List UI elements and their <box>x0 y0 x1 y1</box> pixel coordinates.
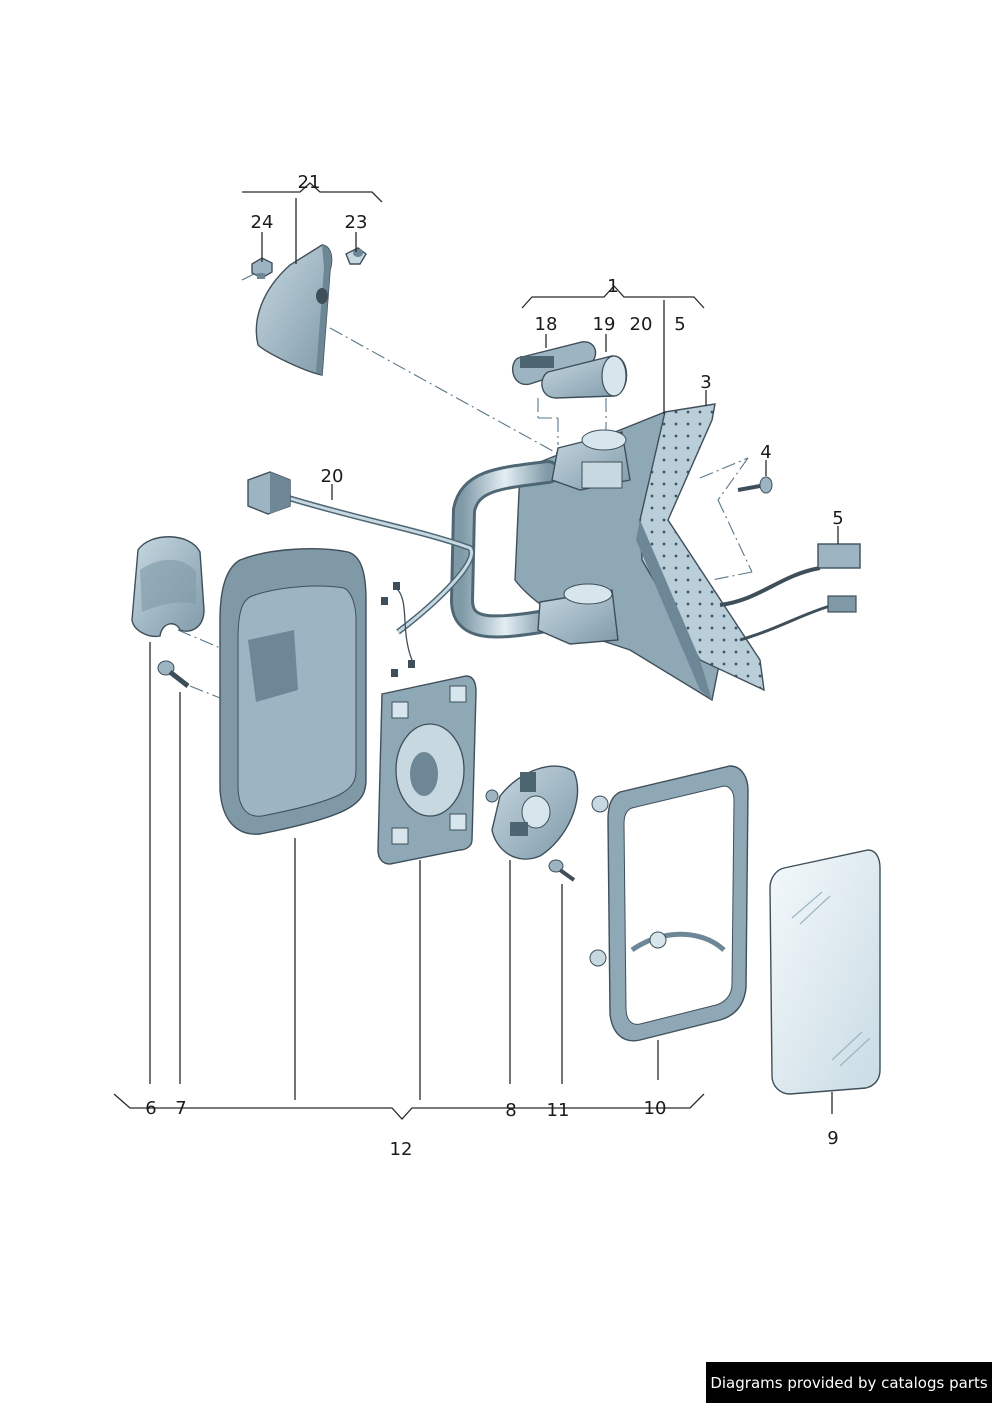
callout-7: 7 <box>175 1098 186 1119</box>
callout-9: 9 <box>827 1128 838 1149</box>
callout-11: 11 <box>547 1100 570 1121</box>
callout-4: 4 <box>760 442 771 463</box>
assembly-guide-lines <box>177 269 753 701</box>
credit-banner: Diagrams provided by catalogs parts <box>706 1362 992 1403</box>
callout-20-left: 20 <box>321 466 344 487</box>
sleeve-18-part <box>511 341 597 385</box>
screw-11-part <box>548 859 576 882</box>
sleeve-19-part <box>541 355 628 399</box>
bolt-4-part <box>737 476 773 494</box>
cable-20-part <box>247 471 475 635</box>
mirror-glass-9-part <box>769 849 881 1095</box>
mirror-frame-10-part <box>589 765 749 1042</box>
callout-21: 21 <box>298 172 321 193</box>
cover-cap-part <box>255 244 333 376</box>
callout-labels: 21 24 23 1 18 19 20 5 3 4 20 5 6 7 8 11 … <box>145 172 843 1160</box>
callout-5-right: 5 <box>832 508 843 529</box>
callout-12: 12 <box>390 1139 413 1160</box>
small-wire-connectors <box>381 582 415 677</box>
callout-8: 8 <box>505 1100 516 1121</box>
callout-23: 23 <box>345 212 368 233</box>
callout-24: 24 <box>251 212 274 233</box>
callout-5-top: 5 <box>674 314 685 335</box>
small-cover-6-part <box>131 536 205 638</box>
clip-23-part <box>345 247 367 265</box>
callout-19: 19 <box>593 314 616 335</box>
callout-6: 6 <box>145 1098 156 1119</box>
mirror-housing-part <box>219 548 367 835</box>
leader-lines <box>113 182 839 1120</box>
hinge-knuckle-upper <box>551 429 631 491</box>
callout-1: 1 <box>607 276 618 297</box>
callout-3: 3 <box>700 372 711 393</box>
mirror-arm-tube <box>449 460 560 639</box>
screw-7-part <box>157 660 190 688</box>
wiring-harness-5 <box>719 543 861 642</box>
adjustment-motor-8-part <box>485 765 579 860</box>
callout-18: 18 <box>535 314 558 335</box>
mirror-base-part <box>514 403 765 702</box>
mounting-plate-part <box>377 675 477 865</box>
callout-10: 10 <box>644 1098 667 1119</box>
credit-text: Diagrams provided by catalogs parts <box>710 1373 988 1392</box>
callout-20-top: 20 <box>630 314 653 335</box>
hinge-knuckle-lower <box>537 583 619 645</box>
